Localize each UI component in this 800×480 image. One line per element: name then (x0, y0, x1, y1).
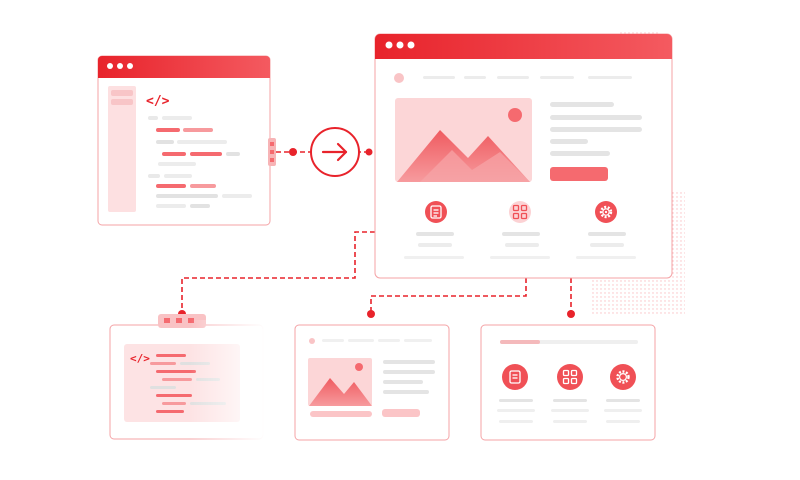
feature-3 (576, 201, 636, 259)
features-card (480, 324, 656, 441)
code-window: </> (97, 55, 271, 226)
logo-dot (394, 73, 404, 83)
code-tag: </> (146, 94, 170, 109)
document-icon (509, 370, 521, 384)
fade-overlay (190, 320, 265, 442)
cta-button[interactable] (550, 167, 608, 181)
connectors (181, 151, 572, 316)
feature-2 (490, 201, 550, 259)
hero-text-lines (550, 102, 642, 156)
code-card: </> (109, 314, 265, 442)
code-lines (148, 116, 252, 208)
feature-1 (404, 201, 464, 259)
arrow-right-icon (321, 142, 348, 162)
gear-icon (616, 370, 630, 384)
website-window-titlebar (375, 34, 672, 59)
hero-image (395, 98, 532, 182)
hero-card (294, 324, 450, 441)
process-arrow[interactable] (310, 127, 360, 177)
gear-icon (599, 205, 613, 219)
grid-icon (562, 369, 578, 385)
connector-dots (178, 148, 575, 318)
code-sidebar (108, 86, 136, 212)
code-window-titlebar (98, 56, 270, 78)
window-dots (107, 63, 133, 69)
window-dots (385, 41, 415, 49)
document-icon (430, 205, 442, 219)
grid-icon (512, 204, 528, 220)
nav-links (423, 76, 632, 79)
website-window (374, 33, 673, 279)
code-tag: </> (130, 352, 150, 365)
